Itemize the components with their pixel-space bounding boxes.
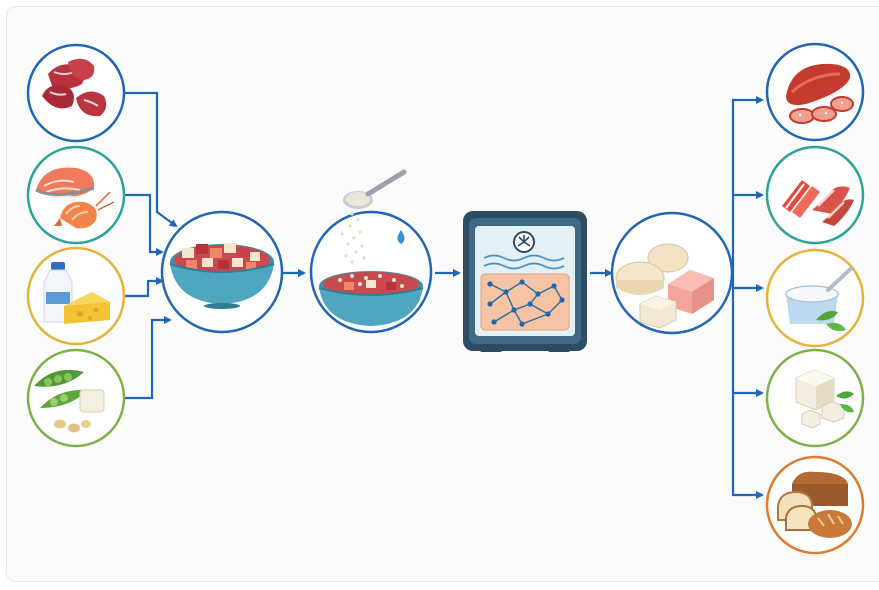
step-mixing-node (160, 210, 284, 334)
output-trunk (731, 96, 764, 273)
input-dairy-node (26, 246, 126, 346)
output-crab-bacon-node (765, 145, 865, 245)
sausage-icon (786, 63, 854, 124)
connector-legume (124, 316, 172, 400)
connector-dairy (124, 277, 164, 298)
raw-meat-icon (42, 58, 107, 117)
output-bread-node (765, 455, 865, 555)
yogurt-icon (785, 260, 860, 332)
step-binder-node (309, 169, 433, 334)
gel-network-chamber-icon (463, 211, 587, 352)
connector-meat (124, 91, 178, 228)
crab-bacon-icon (782, 180, 854, 226)
output-tofu-node (765, 348, 865, 448)
output-connectors (731, 96, 764, 499)
mixing-bowl-icon (169, 243, 275, 309)
input-connectors (124, 91, 178, 400)
connector-seafood (124, 193, 164, 256)
input-meat-node (26, 43, 126, 143)
powder-water-bowl-icon (318, 169, 424, 326)
tofu-cubes-icon (795, 369, 854, 429)
salmon-shrimp-icon (35, 167, 115, 229)
step-chamber-node (463, 211, 587, 352)
bread-icon (777, 471, 852, 538)
peas-tofu-icon (34, 369, 105, 433)
output-trunk-down (731, 273, 764, 499)
formed-blocks-icon (615, 243, 714, 329)
step-formed-node (610, 211, 734, 335)
output-sausage-node (765, 42, 865, 142)
input-seafood-node (26, 145, 126, 245)
input-legume-node (26, 348, 126, 448)
milk-cheese-icon (43, 262, 110, 324)
output-yogurt-node (765, 248, 865, 348)
